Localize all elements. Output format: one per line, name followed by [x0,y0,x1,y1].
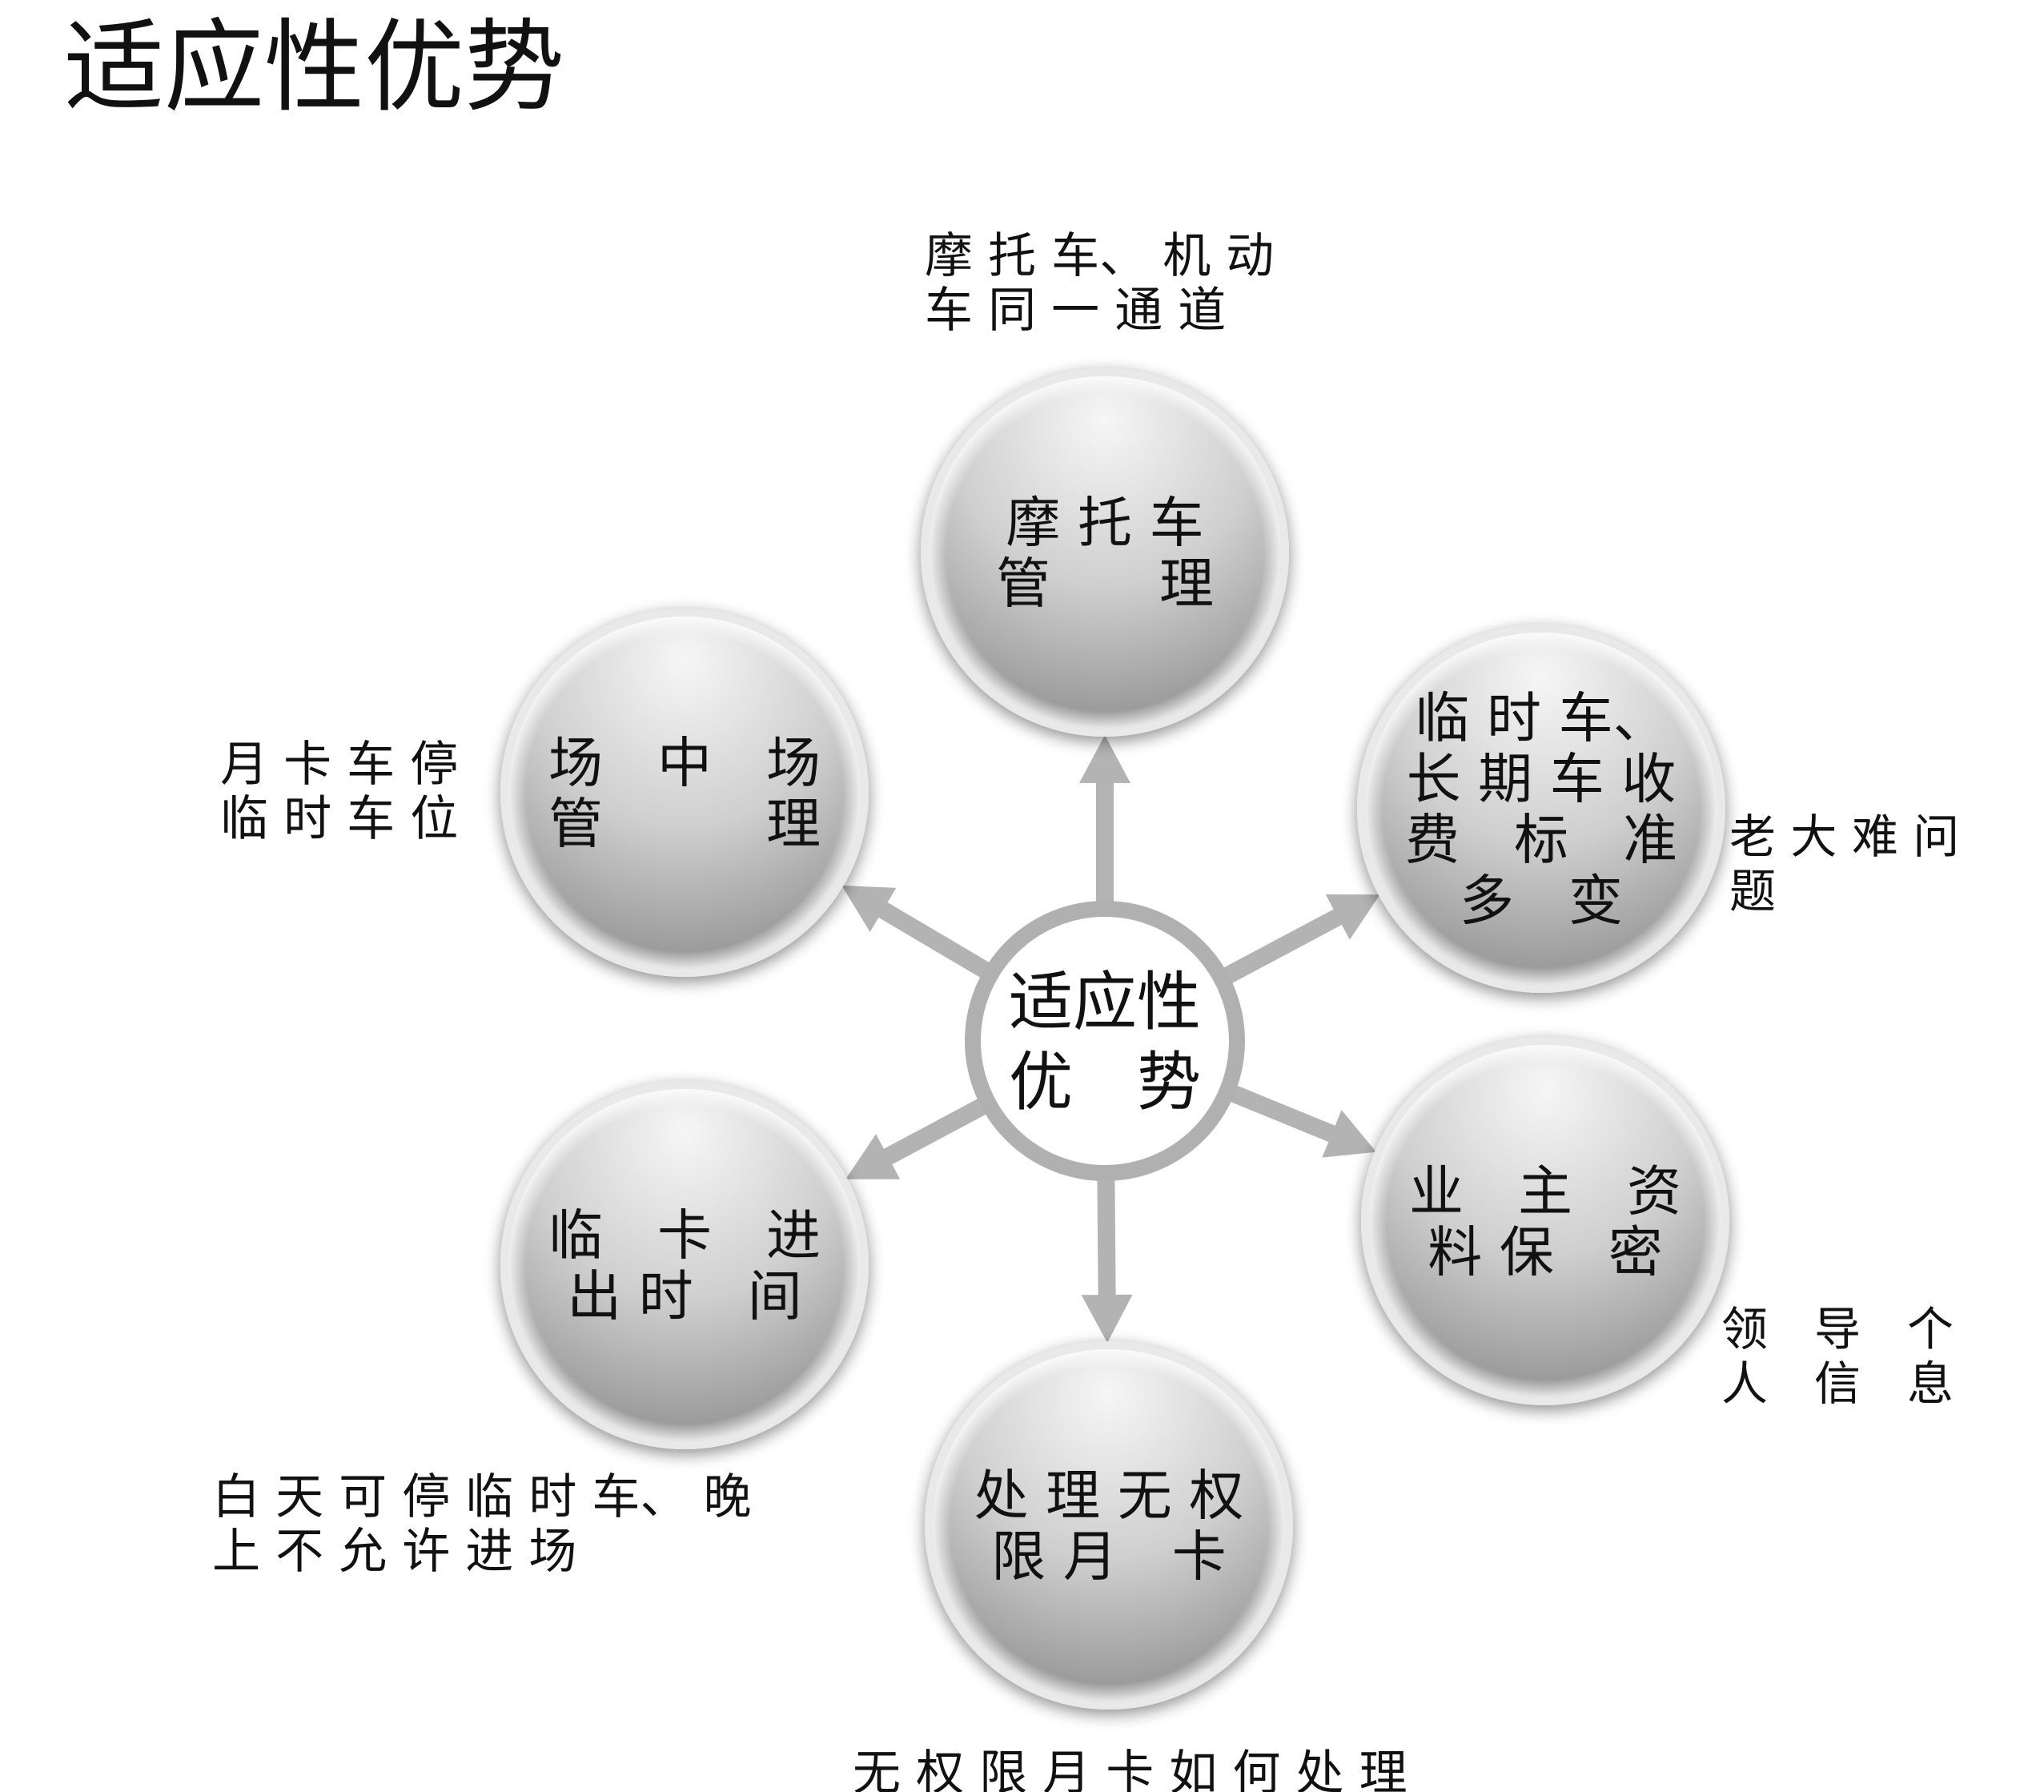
annotation-line: 领 导 个 [1721,1302,1954,1356]
node-highlight [1369,1045,1721,1397]
node-highlight [929,376,1281,729]
node-motorcycle: 摩 托 车管 理 [921,368,1289,737]
annotation-line: 月 卡 车 停 [220,737,458,793]
annotation-line: 人 信 息 [1721,1356,1954,1411]
annotation-line: 临 时 车 位 [220,791,458,847]
node-label-line: 摩 托 车 [1006,492,1203,555]
node-label-line: 料 保 密 [1428,1221,1663,1284]
node-temp-long-fee: 临 时 车、长 期 车 收费 标 准多 变 [1357,625,1725,993]
node-label-line: 管 理 [996,552,1214,616]
center-label-line: 适应性 [1009,965,1201,1039]
node-label-line: 临 时 车、 [1415,687,1667,750]
node-highlight [508,617,861,969]
node-label-line: 出 时 间 [567,1265,802,1328]
arrow-to-no-permission-card [1081,1176,1133,1343]
node-label-line: 业 主 资 [1409,1160,1681,1223]
node-no-permission-card: 处 理 无 权限 月 卡 [925,1341,1293,1710]
annotation-line: 题 [1729,864,1776,918]
center-node: 适应性优 势 [965,901,1245,1181]
node-label-line: 管 理 [548,793,821,856]
page-title: 适应性优势 [64,10,564,126]
label-privacy: 领 导 个人 信 息 [1721,1302,1954,1411]
annotation-line: 老 大 难 问 [1729,810,1959,864]
label-time: 白 天 可 停 临 时 车、 晚上 不 允 许 进 场 [212,1469,752,1580]
node-label-line: 费 标 准 [1405,809,1677,872]
node-label-line: 场 中 场 [548,732,821,795]
node-owner-privacy: 业 主 资料 保 密 [1361,1037,1729,1405]
arrow-to-lot-in-lot [841,885,993,979]
node-label-line: 临 卡 进 [548,1204,821,1268]
arrow-to-owner-privacy [1227,1084,1376,1158]
annotation-line: 无 权 限 月 卡 如 何 处 理 [853,1746,1408,1792]
node-highlight [1365,633,1717,985]
label-fee: 老 大 难 问题 [1729,810,1959,918]
node-label-line: 处 理 无 权 [974,1465,1244,1528]
node-highlight [508,1089,861,1441]
annotation-line: 摩 托 车、 机 动 [925,228,1274,284]
node-lot-in-lot: 场 中 场管 理 [500,609,869,977]
center-label-line: 优 势 [1009,1045,1201,1119]
node-temp-card-time: 临 卡 进出 时 间 [500,1081,869,1449]
node-label-line: 长 期 车 收 [1407,748,1677,811]
label-motorcycle: 摩 托 车、 机 动车 同 一 通 道 [925,228,1274,339]
node-label-line: 限 月 卡 [991,1525,1227,1589]
arrow-to-motorcycle [1079,735,1130,905]
label-card: 无 权 限 月 卡 如 何 处 理 [853,1746,1408,1792]
arrow-to-temp-card-time [845,1097,990,1179]
arrow-to-temp-long-fee [1220,894,1380,985]
node-highlight [933,1349,1285,1702]
annotation-line: 车 同 一 通 道 [925,283,1226,339]
center-ring [965,901,1245,1181]
label-lot: 月 卡 车 停临 时 车 位 [220,737,458,847]
node-label-line: 多 变 [1460,870,1623,933]
annotation-line: 上 不 允 许 进 场 [212,1524,576,1580]
annotation-line: 白 天 可 停 临 时 车、 晚 [212,1469,752,1525]
